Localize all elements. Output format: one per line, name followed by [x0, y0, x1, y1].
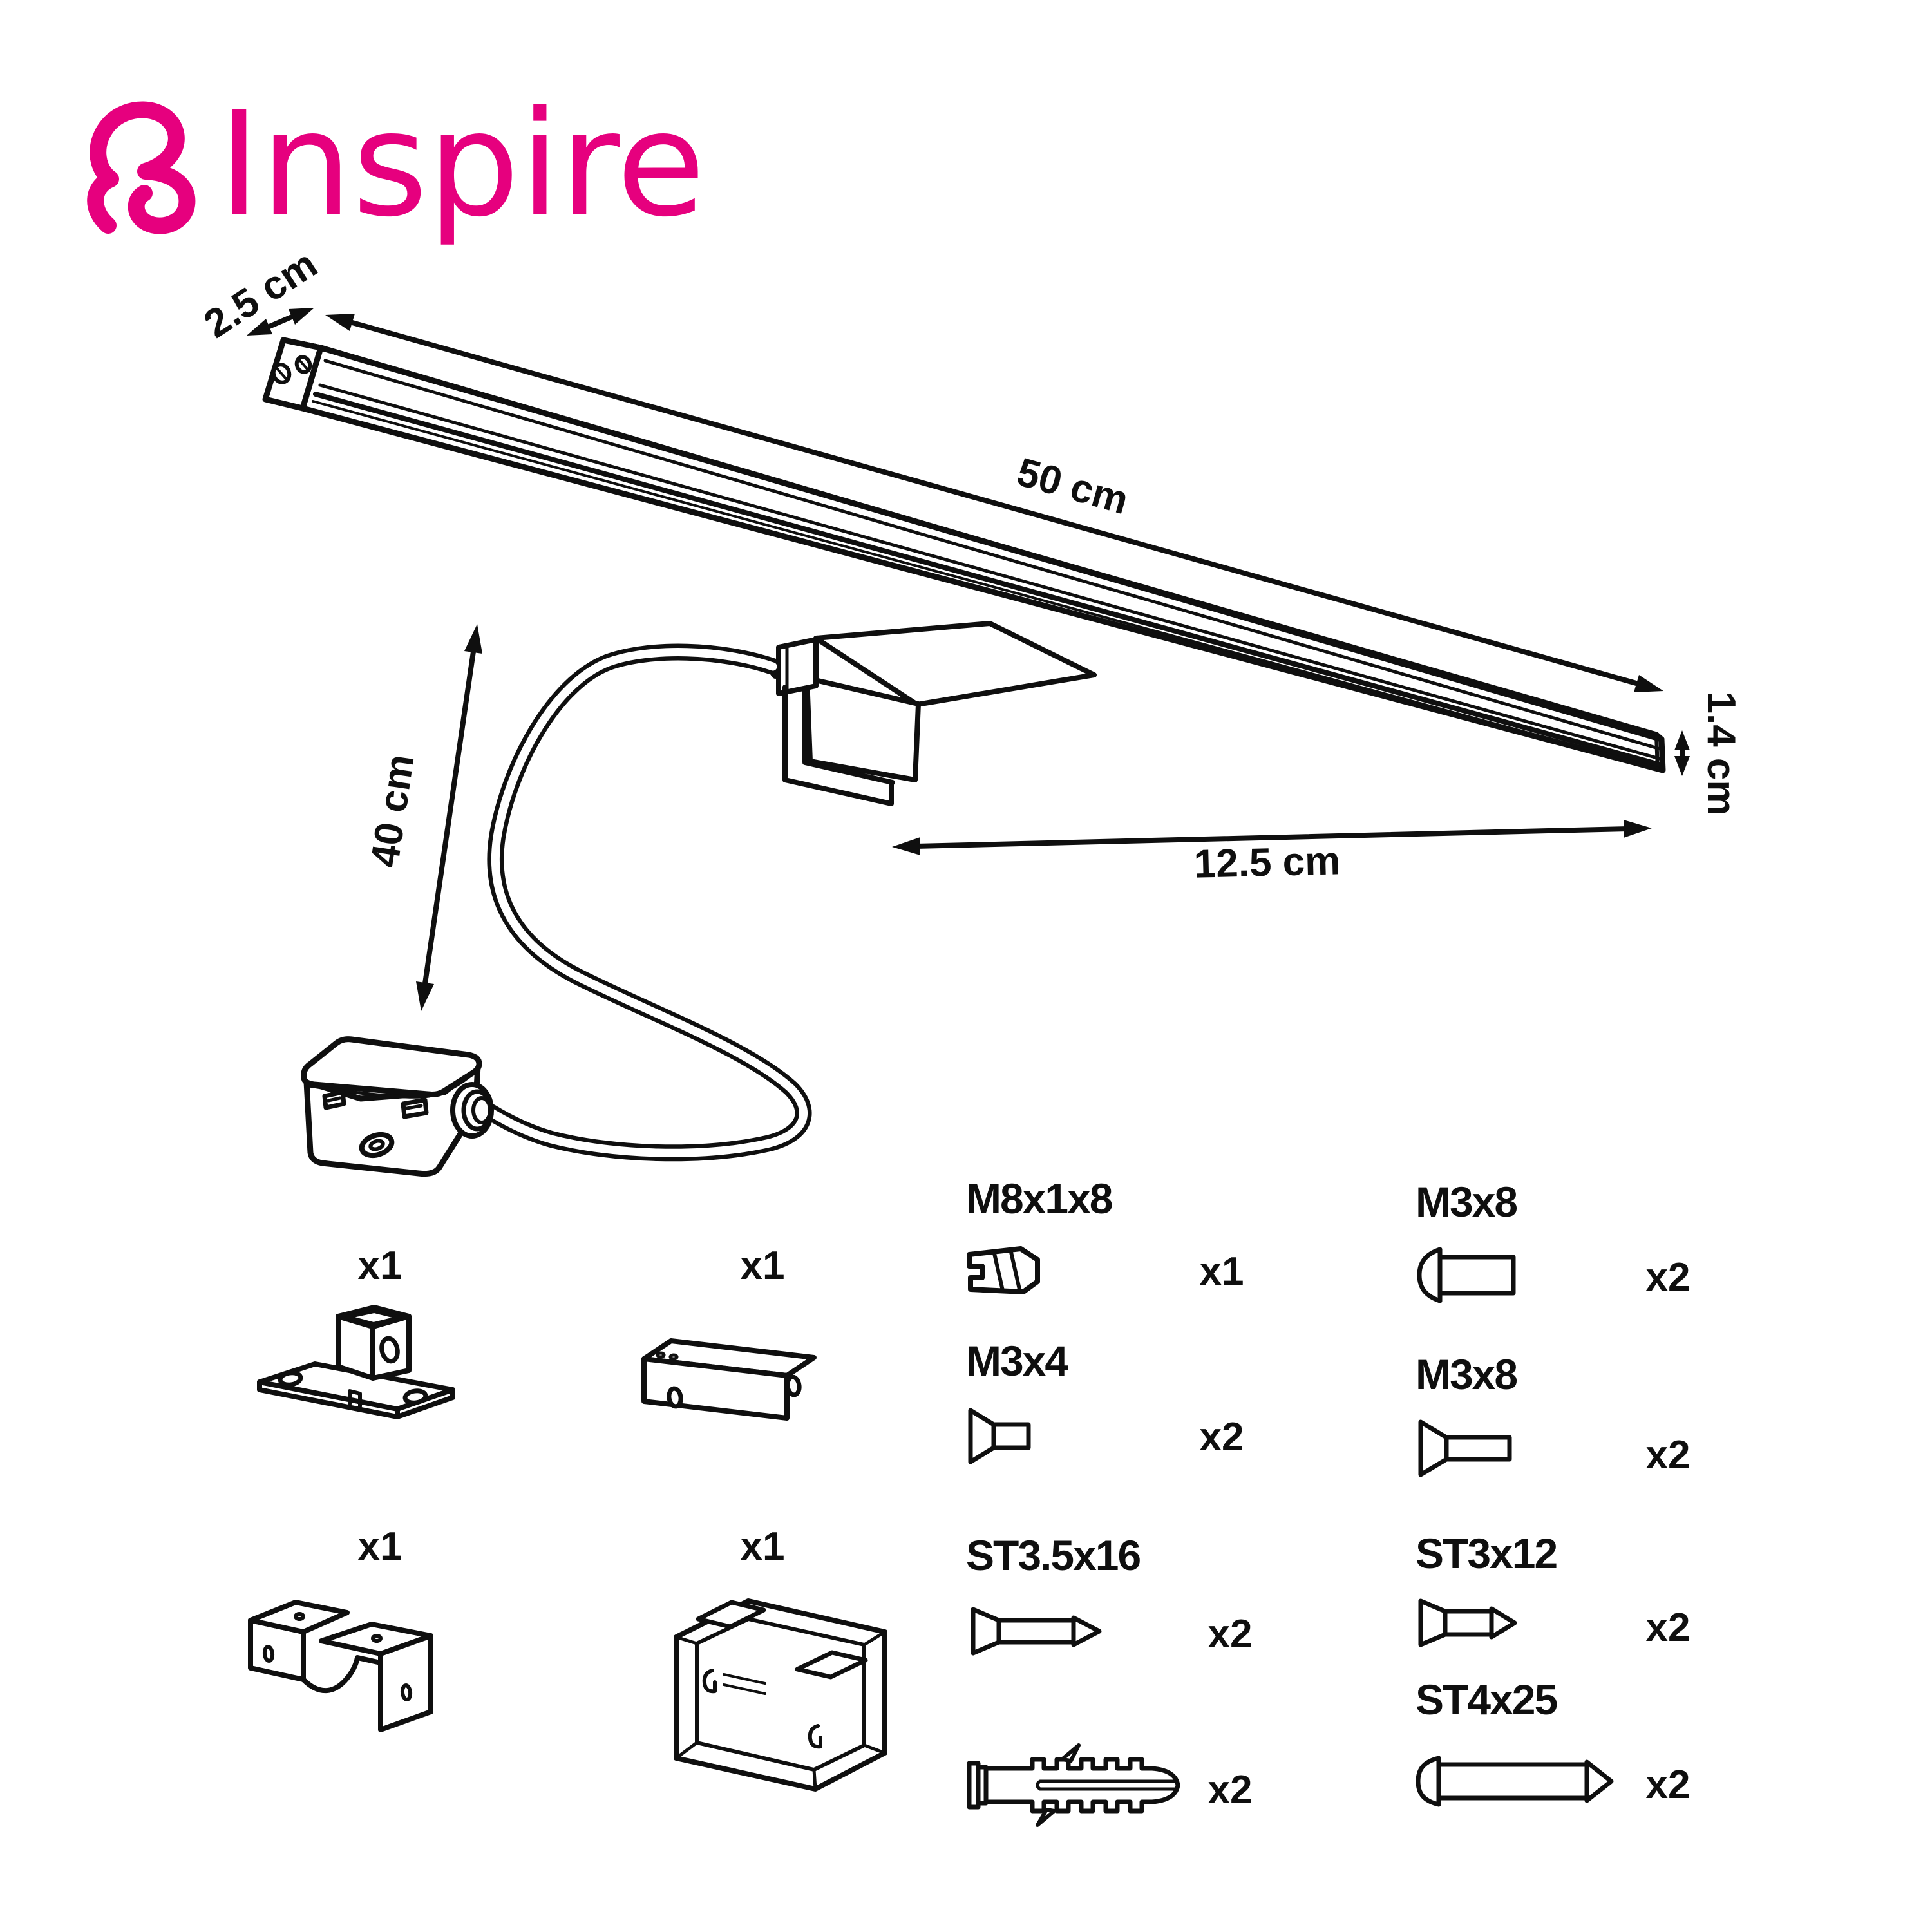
brand-logo: Inspire: [87, 80, 706, 249]
m3x8-pan-screw-icon: [1417, 1247, 1516, 1303]
cover-box-icon: [674, 1598, 887, 1792]
qty-cover-box: x1: [741, 1524, 785, 1569]
st3x12-screw-icon: [1418, 1598, 1517, 1647]
dimension-height: 1.4 cm: [1674, 691, 1743, 816]
diffuser-line: [313, 392, 1662, 767]
qty-st3-5x16: x2: [1208, 1612, 1253, 1656]
qty-m3x4: x2: [1200, 1415, 1244, 1459]
fastener-st3-5x16-label: ST3.5x16: [966, 1531, 1140, 1579]
dimension-arm-depth-label: 12.5 cm: [1193, 838, 1341, 887]
stepped-bracket-icon: [248, 1600, 433, 1732]
end-cap-screw: [271, 363, 292, 384]
driver-box-eyelet: [359, 1132, 395, 1159]
st3-5x16-screw-icon: [971, 1607, 1102, 1656]
fastener-m3x4-label: M3x4: [966, 1337, 1068, 1385]
qty-stepped-bracket: x1: [358, 1524, 402, 1569]
inspire-logo-mark: [87, 101, 196, 234]
m8-insert-icon: [967, 1246, 1040, 1294]
qty-wall-plug: x2: [1208, 1768, 1253, 1812]
arm-top-face: [813, 621, 1097, 707]
dimension-cable-length-label: 40 cm: [363, 752, 423, 870]
dimension-height-label: 1.4 cm: [1699, 691, 1743, 815]
dimension-cable-length: 40 cm: [363, 624, 482, 1011]
dimension-arm-depth: 12.5 cm: [892, 820, 1652, 887]
mounting-arm: [770, 621, 1097, 806]
power-cable: [482, 643, 812, 1162]
lamp-bar: [262, 337, 1666, 773]
m3x8-csk-screw-icon: [1418, 1419, 1512, 1477]
fastener-m8x1x8-label: M8x1x8: [966, 1175, 1112, 1222]
qty-pedestal-bracket: x1: [358, 1244, 402, 1288]
fastener-m3x8-csk-label: M3x8: [1416, 1350, 1517, 1398]
qty-m3x8-pan: x2: [1646, 1255, 1690, 1300]
fastener-st4x25-label: ST4x25: [1416, 1676, 1557, 1723]
l-bracket-icon: [641, 1338, 817, 1421]
qty-st3x12: x2: [1646, 1605, 1690, 1650]
driver-box-lid: [301, 1036, 482, 1097]
driver-box: [301, 1036, 494, 1177]
dimension-depth: 2.5 cm: [196, 242, 325, 346]
fastener-m3x8-pan-label: M3x8: [1416, 1178, 1517, 1226]
st4x25-screw-icon: [1416, 1756, 1614, 1807]
qty-m8x1x8: x1: [1200, 1249, 1244, 1294]
qty-st4x25: x2: [1646, 1763, 1690, 1807]
end-cap-screw: [294, 355, 312, 374]
arm-front-face: [804, 676, 921, 782]
m3x4-screw-icon: [968, 1408, 1031, 1464]
brand-name: Inspire: [218, 80, 706, 249]
diffuser-line: [312, 400, 1660, 770]
arm-clamp-outer: [782, 685, 894, 806]
qty-l-bracket: x1: [741, 1244, 785, 1288]
pedestal-bracket-icon: [257, 1305, 455, 1419]
wall-plug-icon: [967, 1743, 1180, 1827]
fastener-st3x12-label: ST3x12: [1416, 1530, 1557, 1577]
qty-m3x8-csk: x2: [1646, 1433, 1690, 1477]
arm-clamp-inner: [802, 687, 895, 785]
diffuser-line: [318, 383, 1662, 761]
